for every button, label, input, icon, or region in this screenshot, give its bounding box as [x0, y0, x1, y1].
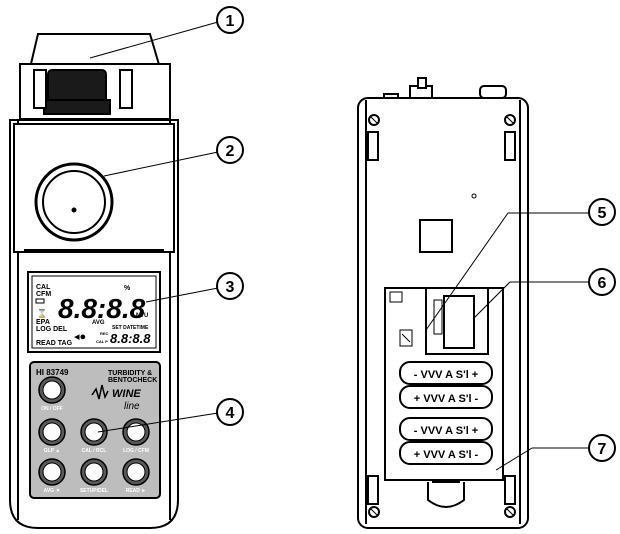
read-button[interactable]: READ ► — [122, 458, 150, 494]
display-avg: AVG — [92, 320, 105, 326]
hourglass-icon: ⌛ — [37, 308, 47, 318]
rubber-foot — [367, 131, 379, 161]
leader-lines — [89, 21, 590, 471]
display-read-tag: READ TAG — [36, 340, 73, 347]
display-ntu: NTU — [136, 313, 148, 319]
logo-line-2: line — [124, 401, 140, 412]
svg-text:7: 7 — [598, 441, 607, 458]
battery-label: + VVV A S'l - — [414, 449, 479, 461]
on-off-button[interactable]: ON / OFF — [38, 376, 66, 412]
svg-text:1: 1 — [226, 13, 235, 30]
battery-label: - VVV A S'l + — [414, 425, 478, 437]
display-digits: 8.8:8.8 — [58, 293, 146, 324]
glp-label: GLP ▲ — [44, 448, 61, 454]
glp-up-button[interactable]: GLP ▲ — [38, 418, 66, 454]
log-cfm-button[interactable]: LOG / CFM — [122, 418, 150, 454]
battery: - VVV A S'l + — [399, 361, 493, 385]
display-cal: CAL — [36, 284, 51, 291]
setup-del-label: SETUP/DEL — [80, 488, 108, 494]
callout-3: 3 — [216, 272, 244, 300]
rubber-foot — [504, 131, 516, 161]
svg-text:5: 5 — [598, 205, 607, 222]
callout-7: 7 — [588, 434, 616, 462]
callout-markers: 1 2 3 4 5 6 7 — [216, 6, 616, 462]
battery-indicator — [35, 298, 45, 304]
label-recess — [419, 219, 453, 253]
model-label: HI 83749 — [36, 368, 69, 377]
battery-label: + VVV A S'l - — [414, 393, 479, 405]
measurement-cell — [34, 162, 114, 242]
display-cal-p: CAL P — [96, 339, 108, 344]
cell-compartment — [13, 123, 175, 253]
callout-1: 1 — [216, 6, 244, 34]
avg-label: AVG ▼ — [44, 488, 61, 494]
battery-label: - VVV A S'l + — [414, 369, 478, 381]
display-rec: REC — [100, 331, 109, 336]
cal-rcl-label: CAL / RCL — [82, 448, 107, 454]
callout-4: 4 — [216, 398, 244, 426]
svg-text:6: 6 — [598, 275, 607, 292]
keypad-buttons: ON / OFF GLP ▲ CAL / RCL LOG / CFM AVG ▼ — [38, 376, 150, 494]
svg-text:2: 2 — [226, 143, 235, 160]
display-set-datetime: SET DATETIME — [112, 325, 149, 331]
svg-text:3: 3 — [226, 279, 235, 296]
display-log-del: LOG DEL — [36, 326, 68, 333]
wine-line-logo — [91, 384, 109, 400]
display-small-digits: 8.8:8.8 — [110, 331, 151, 346]
battery: + VVV A S'l - — [399, 385, 493, 409]
batteries: - VVV A S'l + + VVV A S'l - - VVV A S'l … — [399, 361, 493, 465]
svg-text:4: 4 — [226, 405, 235, 422]
rubber-foot — [367, 475, 379, 505]
logo-line-1: WINE — [112, 388, 141, 400]
callout-6: 6 — [588, 268, 616, 296]
brand-line-1: TURBIDITY & — [108, 370, 152, 377]
battery: + VVV A S'l - — [399, 441, 493, 465]
cal-rcl-button[interactable]: CAL / RCL — [80, 418, 108, 454]
display-percent: % — [124, 285, 131, 292]
battery: - VVV A S'l + — [399, 417, 493, 441]
callout-2: 2 — [216, 136, 244, 164]
setup-del-button[interactable]: SETUP/DEL — [80, 458, 108, 494]
brand-line-2: BENTOCHECK — [108, 377, 157, 384]
cuvette-lid — [29, 33, 161, 69]
read-label: READ ► — [126, 488, 147, 494]
rubber-foot — [504, 475, 516, 505]
avg-down-button[interactable]: AVG ▼ — [38, 458, 66, 494]
on-off-label: ON / OFF — [41, 406, 63, 412]
direction-arrows-icon: ◂● — [74, 331, 86, 343]
display-cfm: CFM — [36, 291, 51, 298]
log-cfm-label: LOG / CFM — [123, 448, 149, 454]
display-epa: EPA — [36, 319, 50, 326]
callout-5: 5 — [588, 198, 616, 226]
